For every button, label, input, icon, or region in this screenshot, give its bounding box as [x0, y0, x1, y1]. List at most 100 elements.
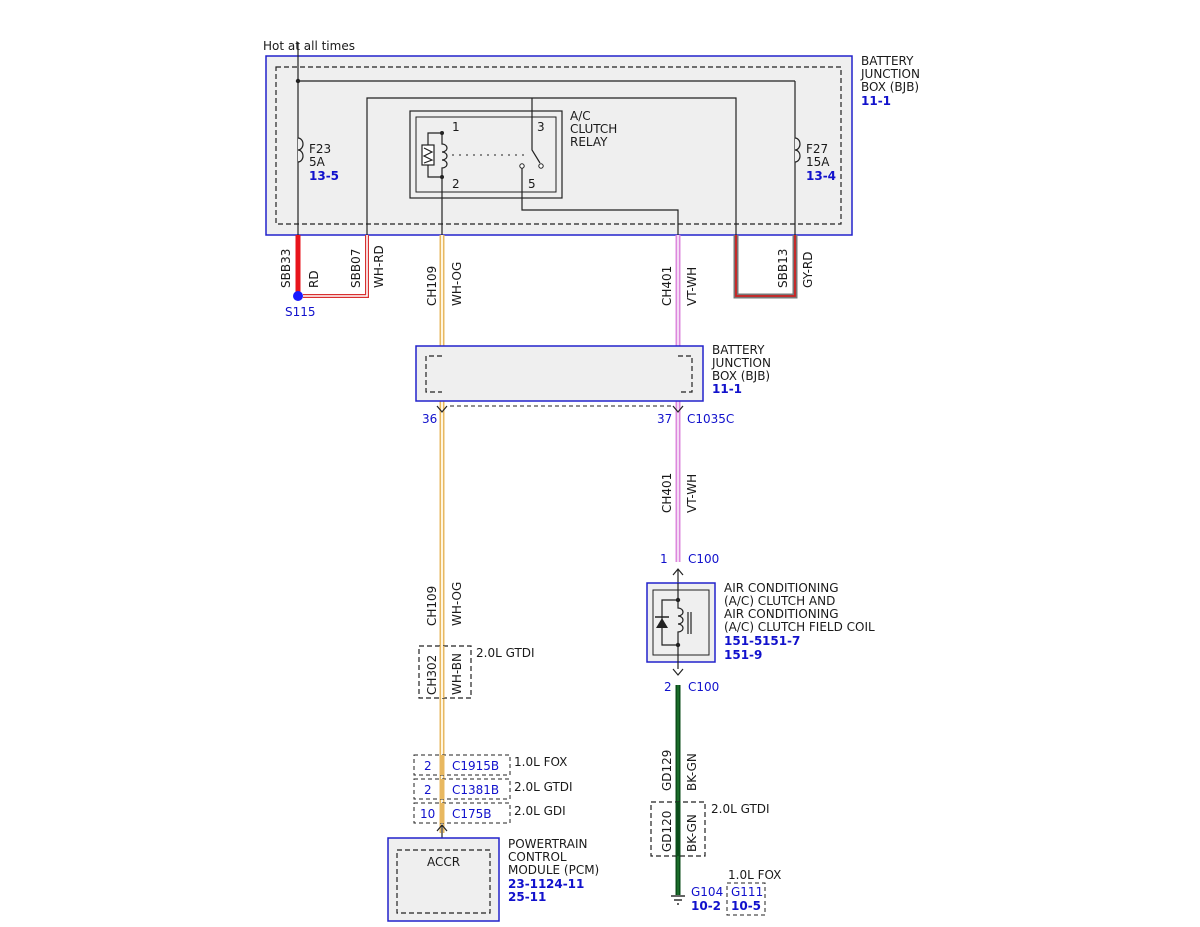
- sbb13-circuit: SBB13: [776, 249, 790, 288]
- sbb07-color: WH-RD: [372, 245, 386, 288]
- pcm-inner-box: [396, 849, 491, 914]
- connector-c1381b-name[interactable]: C1381B: [452, 783, 499, 797]
- gd120-variant-label: 2.0L GTDI: [711, 802, 770, 816]
- clutch-ref-151-7[interactable]: 151-7: [762, 634, 800, 648]
- fuse-f27-name: F27: [806, 142, 828, 156]
- bjb-connector-c1035c[interactable]: C1035C: [687, 412, 734, 426]
- pcm-ref-24-11[interactable]: 24-11: [546, 877, 584, 891]
- clutch-pin-1: 1: [660, 552, 668, 566]
- pcm-name-line2: CONTROL: [508, 850, 567, 864]
- sbb33-color: RD: [307, 270, 321, 288]
- gd120-circuit: GD120: [660, 811, 674, 852]
- ch401-circuit-mid: CH401: [660, 473, 674, 513]
- splice-s115-dot[interactable]: [293, 291, 303, 301]
- connector-c175b-name[interactable]: C175B: [452, 807, 492, 821]
- ch401-color-top: VT-WH: [685, 267, 699, 306]
- sbb07-internal-wire: [366, 97, 737, 235]
- pcm-ref-25-11[interactable]: 25-11: [508, 890, 546, 904]
- gd129-color: BK-GN: [685, 753, 699, 791]
- clutch-ref-151-9[interactable]: 151-9: [724, 648, 762, 662]
- fuse-f27-rating: 15A: [806, 155, 830, 169]
- ch109-circuit-mid: CH109: [425, 586, 439, 626]
- relay-switch-contact: [538, 163, 544, 169]
- sbb13-color: GY-RD: [801, 251, 815, 288]
- ch302-circuit: CH302: [425, 655, 439, 695]
- pcm-name-line1: POWERTRAIN: [508, 837, 588, 851]
- clutch-diode-icon: [656, 618, 668, 628]
- connector-c175b-box: [413, 802, 511, 824]
- relay-inner-box: [415, 116, 557, 193]
- bjb-mid-inner-left: [425, 355, 442, 393]
- bjb-top-name-line2: JUNCTION: [860, 67, 920, 81]
- ground-g111-ref[interactable]: 10-5: [731, 899, 761, 913]
- ch109-circuit-top: CH109: [425, 266, 439, 306]
- gd120-color: BK-GN: [685, 814, 699, 852]
- relay-coil-dot-top: [440, 131, 444, 135]
- connector-c1915b-pin: 2: [424, 759, 432, 773]
- gd129-circuit: GD129: [660, 750, 674, 791]
- clutch-name-line1: AIR CONDITIONING: [724, 581, 839, 595]
- fuse-f23-rating: 5A: [309, 155, 326, 169]
- bjb-pin-37: 37: [657, 412, 672, 426]
- relay-winding: [441, 133, 448, 177]
- bjb-mid-name-line1: BATTERY: [712, 343, 765, 357]
- ch401-color-mid: VT-WH: [685, 474, 699, 513]
- ch302-variant-box: [418, 645, 472, 699]
- ch302-color: WH-BN: [450, 653, 464, 695]
- bjb-mid-name-line3: BOX (BJB): [712, 369, 770, 383]
- ground-g111-name[interactable]: G111: [731, 885, 763, 899]
- sbb07-wire-inner: [303, 235, 368, 297]
- fuse-f27-ref[interactable]: 13-4: [806, 169, 836, 183]
- connector-c175b-pin: 10: [420, 807, 435, 821]
- fuse-f23-icon: [297, 137, 304, 163]
- bjb-mid-inner-right: [678, 355, 693, 393]
- clutch-name-line4: (A/C) CLUTCH FIELD COIL: [724, 620, 875, 634]
- connector-c1915b-name[interactable]: C1915B: [452, 759, 499, 773]
- ground-g104-name[interactable]: G104: [691, 885, 723, 899]
- pcm-box: [387, 837, 500, 922]
- ch401-circuit-top: CH401: [660, 266, 674, 306]
- connector-c1915b-variant: 1.0L FOX: [514, 755, 567, 769]
- sbb13-wire-stripe: [735, 235, 796, 297]
- connector-c1381b-pin: 2: [424, 783, 432, 797]
- bjb-top-name-line3: BOX (BJB): [861, 80, 919, 94]
- bjb-pin-36: 36: [422, 412, 437, 426]
- sbb33-circuit: SBB33: [279, 249, 293, 288]
- hot-at-all-times-label: Hot at all times: [263, 39, 355, 53]
- ground-g104-ref[interactable]: 10-2: [691, 899, 721, 913]
- relay-name-line3: RELAY: [570, 135, 608, 149]
- relay-pin-1: 1: [452, 120, 460, 134]
- bjb-top-ref[interactable]: 11-1: [861, 94, 891, 108]
- pin36-arrow-icon: [436, 405, 448, 413]
- bjb-mid-box: [415, 345, 704, 402]
- ch109-color-mid: WH-OG: [450, 582, 464, 626]
- bjb-mid-name-line2: JUNCTION: [711, 356, 771, 370]
- relay-switch-arm: [531, 98, 541, 164]
- fuse-f23-ref[interactable]: 13-5: [309, 169, 339, 183]
- pcm-pin-label: ACCR: [427, 855, 460, 869]
- clutch-pin2-arrow-icon: [672, 668, 684, 676]
- pcm-name-line3: MODULE (PCM): [508, 863, 599, 877]
- clutch-connector-bottom[interactable]: C100: [688, 680, 719, 694]
- ch109-color-top: WH-OG: [450, 262, 464, 306]
- relay-pin-3: 3: [537, 120, 545, 134]
- clutch-ref-151-5[interactable]: 151-5: [724, 634, 762, 648]
- relay-pin-2: 2: [452, 177, 460, 191]
- pcm-ref-23-11[interactable]: 23-11: [508, 877, 546, 891]
- relay-pin5-wire: [521, 168, 679, 235]
- splice-s115-label: S115: [285, 305, 316, 319]
- connector-c1381b-variant: 2.0L GTDI: [514, 780, 573, 794]
- ch302-variant-label: 2.0L GTDI: [476, 646, 535, 660]
- relay-pin-5: 5: [528, 177, 536, 191]
- clutch-name-line2: (A/C) CLUTCH AND: [724, 594, 835, 608]
- bjb-top-inner: [275, 66, 842, 225]
- fuse-f27-icon: [794, 137, 801, 163]
- sbb07-circuit: SBB07: [349, 249, 363, 288]
- clutch-pin-2: 2: [664, 680, 672, 694]
- connector-c175b-variant: 2.0L GDI: [514, 804, 566, 818]
- clutch-connector-top[interactable]: C100: [688, 552, 719, 566]
- clutch-name-line3: AIR CONDITIONING: [724, 607, 839, 621]
- ground-g111-variant: 1.0L FOX: [728, 868, 781, 882]
- bjb-mid-ref[interactable]: 11-1: [712, 382, 742, 396]
